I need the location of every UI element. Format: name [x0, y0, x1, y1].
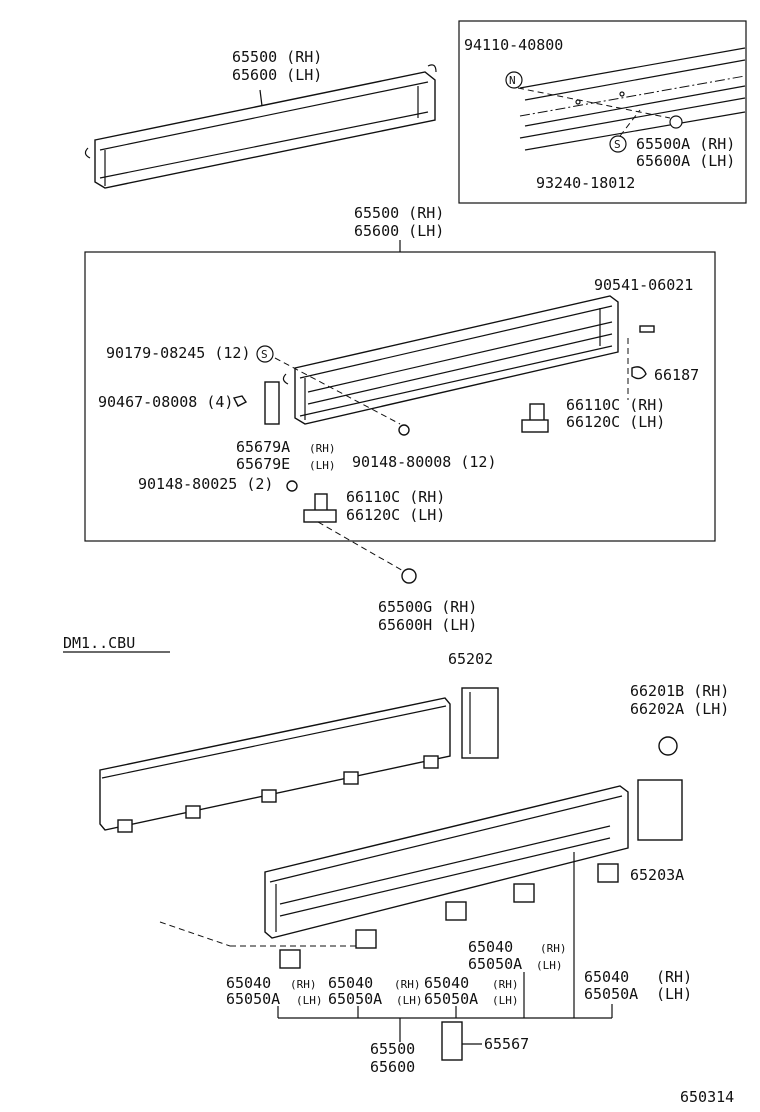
upper-panel-part [99, 697, 451, 833]
hinge-left-part [303, 493, 337, 523]
label-hg3-rh-side: (RH) [492, 978, 519, 991]
label-hg5-rh-side: (RH) [656, 968, 692, 986]
label-clip-4: 90467-08008 (4) [98, 393, 233, 411]
label-hg1-lh: 65050A [226, 990, 280, 1008]
detail-inset-box [458, 20, 747, 204]
label-bolt-12: 90148-80008 (12) [352, 453, 497, 471]
sym-s-text: S [614, 138, 621, 151]
stopper-part [441, 1021, 463, 1061]
label-hg2-lh: 65050A [328, 990, 382, 1008]
label-pad-rh-side: (RH) [309, 442, 336, 455]
label-hg2-rh: 65040 [328, 974, 373, 992]
handle-part [658, 736, 678, 756]
label-hg3-lh-side: (LH) [492, 994, 519, 1007]
label-bolt-g-rh: 65500G (RH) [378, 598, 477, 616]
label-bracket-a: 65203A [630, 866, 684, 884]
label-cover: 65202 [448, 650, 493, 668]
hinge-2-part [355, 929, 377, 949]
label-inset-nut-lh: 65600A (LH) [636, 152, 735, 170]
label-bolt-2: 90148-80025 (2) [138, 475, 273, 493]
label-pad-lh: 65679E [236, 455, 290, 473]
label-screw-12: 90179-08245 (12) [106, 344, 251, 362]
inset-rail-detail [517, 47, 746, 151]
bolt-2-part [286, 480, 298, 492]
figure-number: 650314 [680, 1088, 734, 1106]
hinge-4-part [513, 883, 535, 903]
clip-66187-part [631, 366, 647, 380]
label-hg5-lh: 65050A [584, 985, 638, 1003]
sym-s-screw-text: S [261, 348, 268, 361]
s-symbol-icon [609, 135, 627, 153]
label-hg4-lh: 65050A [468, 955, 522, 973]
n-symbol-icon [505, 71, 523, 89]
bracket-65203a-part [637, 779, 683, 841]
variant-title: DM1..CBU [63, 634, 135, 652]
hinge-1-part [279, 949, 301, 969]
label-hg2-lh-side: (LH) [396, 994, 423, 1007]
label-hg2-rh-side: (RH) [394, 978, 421, 991]
label-assy-rh: 65500 (RH) [354, 204, 444, 222]
label-pin: 90541-06021 [594, 276, 693, 294]
assembly-box [84, 251, 716, 542]
sym-n-text: N [509, 74, 516, 87]
label-pad-rh: 65679A [236, 438, 290, 456]
bolt-g-part [401, 568, 417, 584]
label-bottom-rh: 65500 [370, 1040, 415, 1058]
label-top-rail-rh: 65500 (RH) [232, 48, 322, 66]
label-top-rail-lh: 65600 (LH) [232, 66, 322, 84]
label-pad-lh-side: (LH) [309, 459, 336, 472]
label-hinge-r-lh: 66120C (LH) [566, 413, 665, 431]
label-hg1-lh-side: (LH) [296, 994, 323, 1007]
label-handle-rh: 66201B (RH) [630, 682, 729, 700]
label-hg3-lh: 65050A [424, 990, 478, 1008]
label-hinge-l-rh: 66110C (RH) [346, 488, 445, 506]
label-hg5-lh-side: (LH) [656, 985, 692, 1003]
label-hinge-r-rh: 66110C (RH) [566, 396, 665, 414]
pad-part [264, 381, 280, 425]
hinge-3-part [445, 901, 467, 921]
bolt-12-part [398, 424, 410, 436]
label-assy-lh: 65600 (LH) [354, 222, 444, 240]
pin-part [639, 325, 655, 333]
label-hg4-rh-side: (RH) [540, 942, 567, 955]
cover-65202-part [461, 687, 499, 759]
label-hg1-rh: 65040 [226, 974, 271, 992]
hinge-right-part [521, 403, 549, 433]
mid-side-rail [282, 295, 619, 425]
label-hg3-rh: 65040 [424, 974, 469, 992]
label-bottom-lh: 65600 [370, 1058, 415, 1076]
label-inset-nut-rh: 65500A (RH) [636, 135, 735, 153]
label-hinge-l-lh: 66120C (LH) [346, 506, 445, 524]
label-inset-screw: 93240-18012 [536, 174, 635, 192]
hinge-5-part [597, 863, 619, 883]
label-hg5-rh: 65040 [584, 968, 629, 986]
label-clip-66187: 66187 [654, 366, 699, 384]
top-side-rail [84, 64, 437, 189]
leader-bracket-lines [277, 852, 613, 1042]
label-hg1-rh-side: (RH) [290, 978, 317, 991]
clip-4-part [232, 395, 248, 407]
label-hg4-rh: 65040 [468, 938, 513, 956]
lower-rail-part [264, 785, 629, 939]
label-stopper: 65567 [484, 1035, 529, 1053]
label-bolt-h-lh: 65600H (LH) [378, 616, 477, 634]
label-inset-bolt: 94110-40800 [464, 36, 563, 54]
label-handle-lh: 66202A (LH) [630, 700, 729, 718]
label-hg4-lh-side: (LH) [536, 959, 563, 972]
s-symbol-screw-icon [256, 345, 274, 363]
